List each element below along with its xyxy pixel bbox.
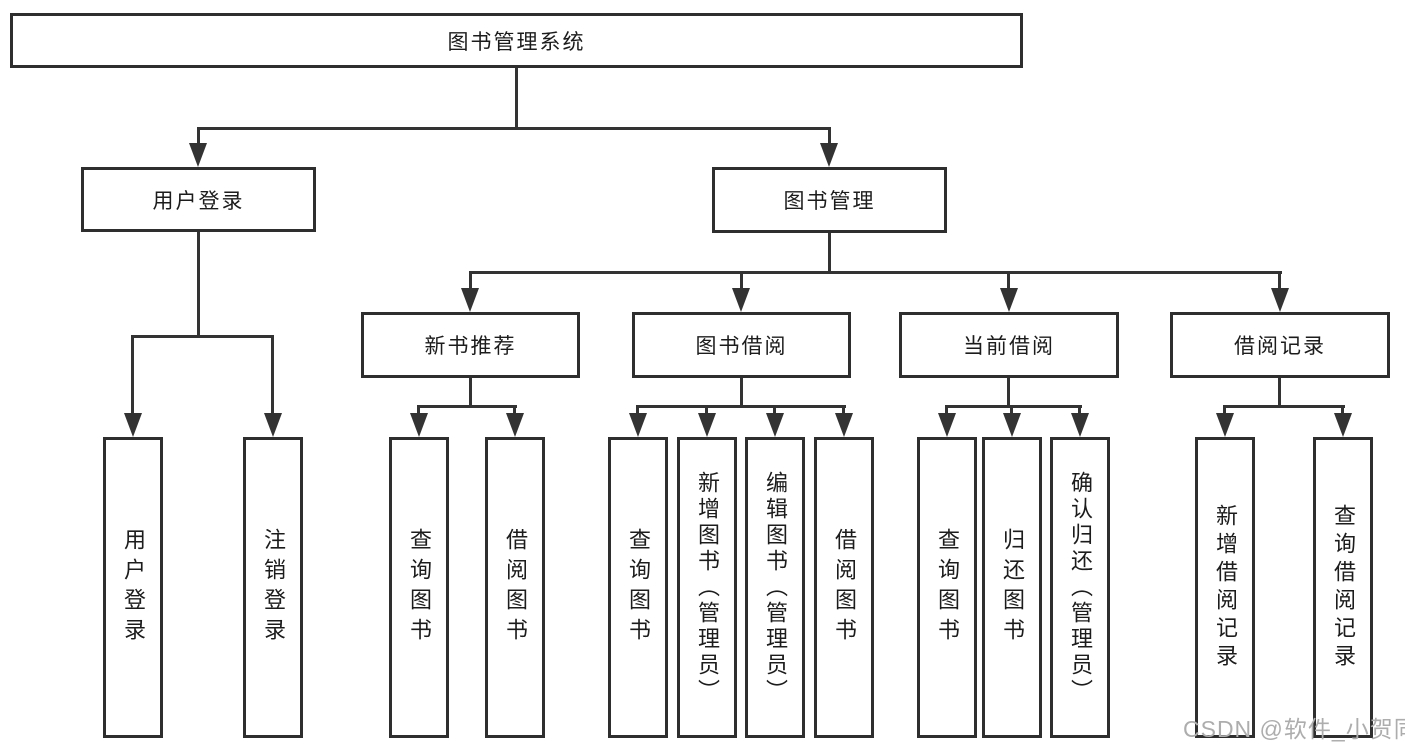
connector-vline [513,405,516,417]
leaf-logout-label: 注销登录 [261,527,286,648]
connector-vline [1007,378,1010,405]
leaf-nb-borrow-books: 借阅图书 [485,437,545,738]
leaf-user-login: 用户登录 [103,437,163,738]
connector-hline [417,405,517,408]
leaf-bb-borrow-books: 借阅图书 [814,437,874,738]
arrow-down-icon [189,143,207,167]
connector-vline [1223,405,1226,417]
connector-vline [705,405,708,417]
arrow-down-icon [766,413,784,437]
node-book-borrow: 图书借阅 [632,312,851,378]
arrow-down-icon [1071,413,1089,437]
leaf-cb-return-books-label: 归还图书 [1000,527,1025,648]
connector-vline [469,271,472,291]
leaf-br-query-record-label: 查询借阅记录 [1331,503,1356,672]
arrow-down-icon [1334,413,1352,437]
connector-vline [417,405,420,417]
connector-vline [1278,378,1281,405]
node-user-login-branch: 用户登录 [81,167,316,232]
leaf-cb-query-books: 查询图书 [917,437,977,738]
node-book-management-label: 图书管理 [783,190,876,213]
arrow-down-icon [1216,413,1234,437]
leaf-bb-edit-books-admin-label: 编辑图书（管理员） [763,470,788,705]
node-new-book-recommend-label: 新书推荐 [424,335,517,358]
connector-vline [469,378,472,405]
leaf-cb-confirm-return-admin: 确认归还（管理员） [1050,437,1110,738]
arrow-down-icon [835,413,853,437]
arrow-down-icon [1271,288,1289,312]
connector-hline [131,335,274,338]
leaf-br-add-record-label: 新增借阅记录 [1213,503,1238,672]
arrow-down-icon [732,288,750,312]
connector-vline [131,335,134,415]
connector-vline [1341,405,1344,417]
leaf-cb-return-books: 归还图书 [982,437,1042,738]
connector-hline [636,405,846,408]
arrow-down-icon [124,413,142,437]
connector-vline [828,233,831,271]
leaf-br-add-record: 新增借阅记录 [1195,437,1255,738]
leaf-bb-edit-books-admin: 编辑图书（管理员） [745,437,805,738]
node-borrow-records-label: 借阅记录 [1234,335,1326,358]
arrow-down-icon [1000,288,1018,312]
connector-vline [271,335,274,415]
leaf-logout: 注销登录 [243,437,303,738]
node-root-label: 图书管理系统 [447,30,586,54]
connector-vline [740,271,743,291]
arrow-down-icon [461,288,479,312]
connector-vline [1278,271,1281,291]
leaf-bb-add-books-admin: 新增图书（管理员） [677,437,737,738]
connector-vline [740,378,743,405]
node-root: 图书管理系统 [10,13,1023,68]
arrow-down-icon [698,413,716,437]
connector-hline [469,271,1282,274]
csdn-watermark: CSDN @软件_小贺同学 [1183,716,1405,742]
leaf-bb-query-books: 查询图书 [608,437,668,738]
arrow-down-icon [938,413,956,437]
leaf-br-query-record: 查询借阅记录 [1313,437,1373,738]
connector-vline [1078,405,1081,417]
leaf-nb-query-books-label: 查询图书 [407,527,432,648]
leaf-cb-confirm-return-admin-label: 确认归还（管理员） [1068,470,1093,705]
leaf-bb-borrow-books-label: 借阅图书 [832,527,857,648]
connector-vline [828,127,831,149]
arrow-down-icon [410,413,428,437]
leaf-bb-query-books-label: 查询图书 [626,527,651,648]
connector-vline [197,127,200,149]
arrow-down-icon [629,413,647,437]
connector-vline [1007,271,1010,291]
connector-vline [515,68,518,127]
connector-hline [945,405,1082,408]
node-borrow-records: 借阅记录 [1170,312,1390,378]
connector-vline [1010,405,1013,417]
leaf-nb-query-books: 查询图书 [389,437,449,738]
connector-vline [197,232,200,335]
node-current-borrow-label: 当前借阅 [963,335,1055,358]
leaf-bb-add-books-admin-label: 新增图书（管理员） [695,470,720,705]
connector-hline [1223,405,1345,408]
connector-vline [773,405,776,417]
arrow-down-icon [264,413,282,437]
connector-hline [197,127,831,130]
node-current-borrow: 当前借阅 [899,312,1119,378]
arrow-down-icon [1003,413,1021,437]
node-new-book-recommend: 新书推荐 [361,312,580,378]
node-book-borrow-label: 图书借阅 [695,335,788,358]
connector-vline [945,405,948,417]
leaf-nb-borrow-books-label: 借阅图书 [503,527,528,648]
node-book-management: 图书管理 [712,167,947,233]
node-user-login-branch-label: 用户登录 [152,189,245,213]
arrow-down-icon [820,143,838,167]
connector-vline [842,405,845,417]
leaf-cb-query-books-label: 查询图书 [935,527,960,648]
leaf-user-login-label: 用户登录 [121,527,146,648]
arrow-down-icon [506,413,524,437]
connector-vline [636,405,639,417]
